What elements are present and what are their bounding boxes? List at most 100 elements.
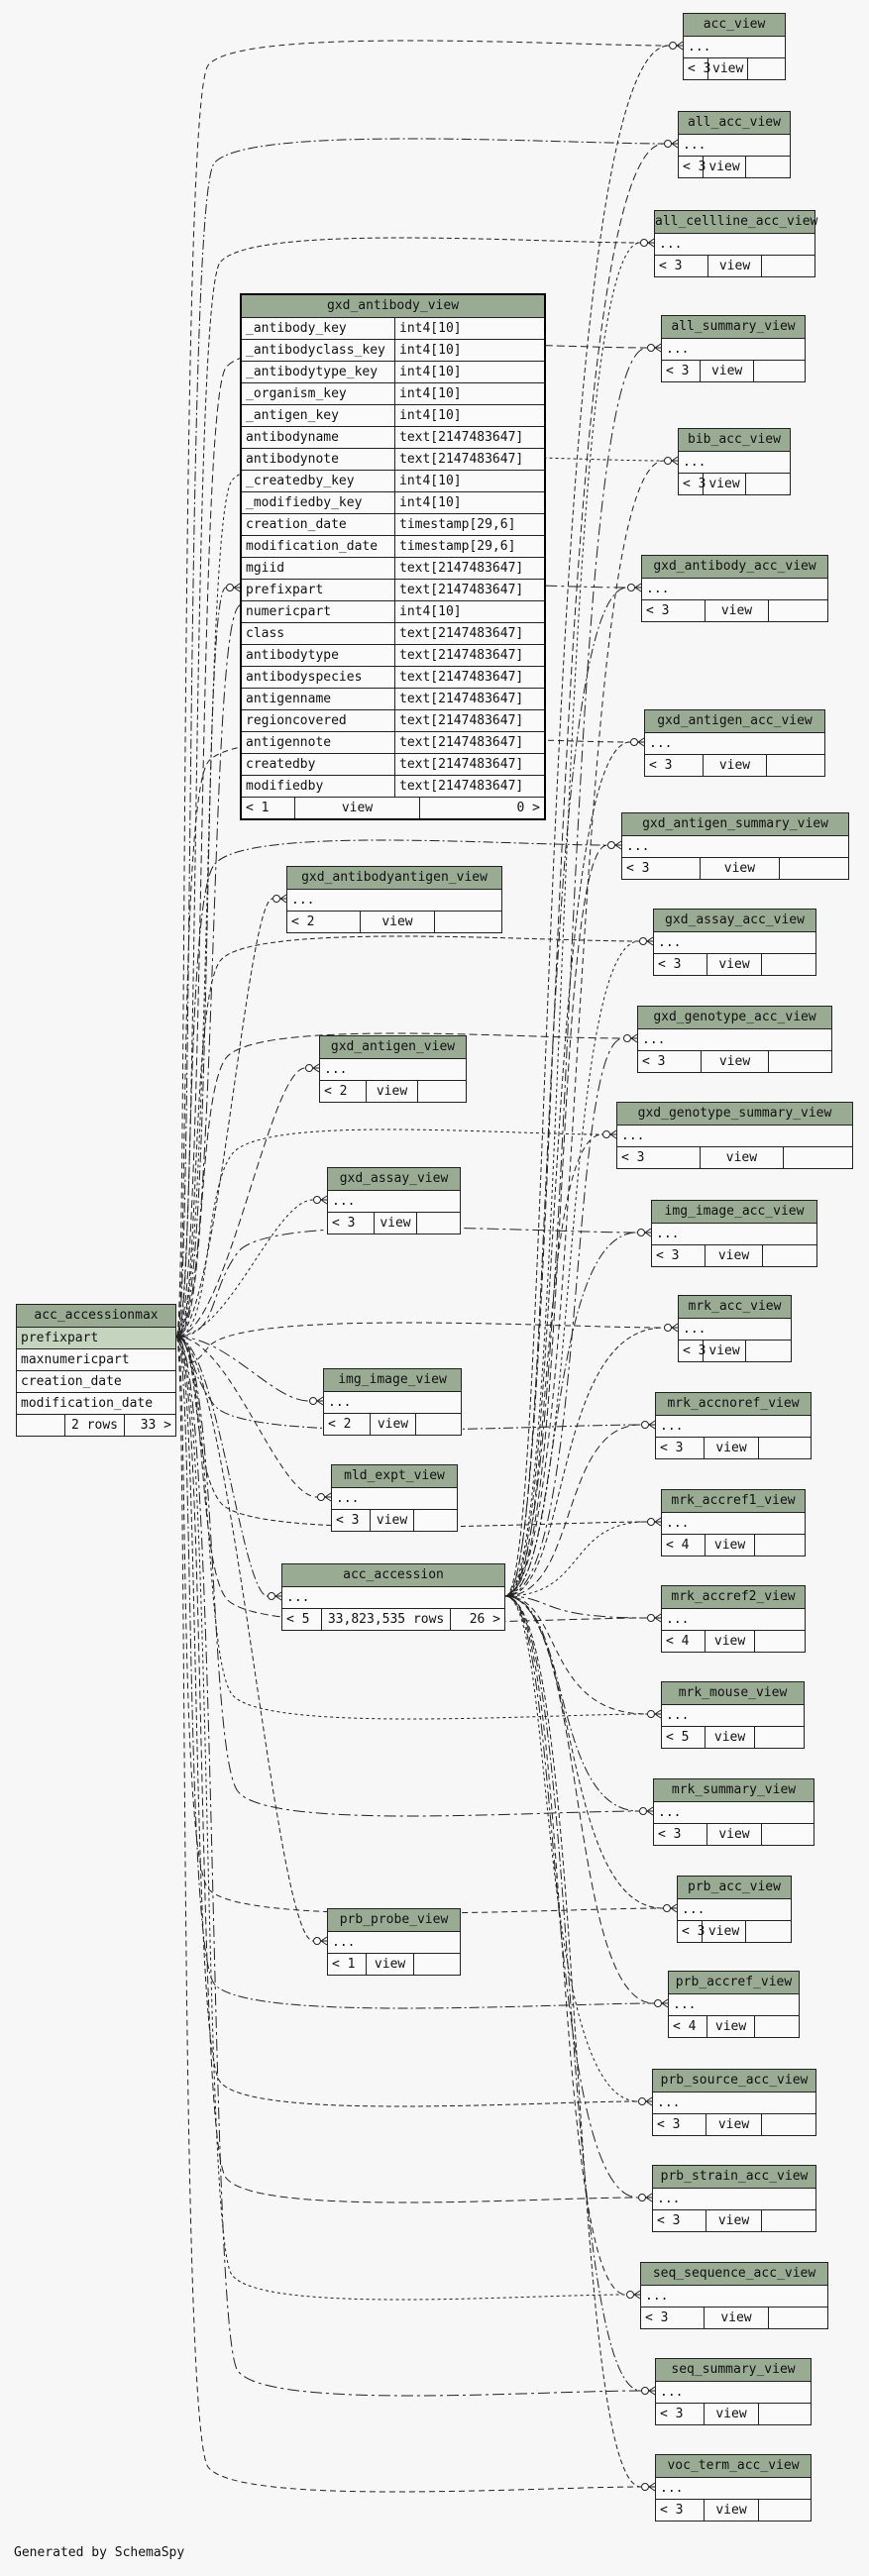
table-title[interactable]: gxd_genotype_acc_view <box>638 1007 831 1029</box>
table-title[interactable]: mrk_acc_view <box>679 1296 791 1319</box>
table-title[interactable]: mrk_accref2_view <box>662 1586 805 1609</box>
parents-count[interactable]: < 3 <box>654 1824 708 1845</box>
children-count[interactable] <box>418 1081 466 1102</box>
children-count[interactable] <box>759 1438 811 1458</box>
column-row[interactable]: ... <box>332 1488 457 1510</box>
table-title[interactable]: prb_accref_view <box>669 1972 799 1994</box>
table-title[interactable]: gxd_assay_acc_view <box>654 910 815 932</box>
parents-count[interactable]: < 3 <box>638 1051 703 1072</box>
table-title[interactable]: seq_sequence_acc_view <box>641 2263 827 2286</box>
column-row[interactable]: ... <box>655 234 815 256</box>
parents-count[interactable]: < 1 <box>242 798 296 818</box>
parents-count[interactable]: < 4 <box>662 1535 706 1556</box>
column-row[interactable]: ... <box>679 452 790 474</box>
children-count[interactable] <box>755 1727 804 1748</box>
column-row[interactable]: ... <box>638 1029 831 1051</box>
parents-count[interactable]: < 3 <box>656 2500 706 2521</box>
parents-count[interactable]: < 2 <box>320 1081 368 1102</box>
table-title[interactable]: gxd_antigen_view <box>320 1036 466 1059</box>
parents-count[interactable]: < 3 <box>641 2308 706 2328</box>
column-row[interactable]: ... <box>669 1994 799 2016</box>
table-title[interactable]: mld_expt_view <box>332 1465 457 1488</box>
table-title[interactable]: gxd_antigen_acc_view <box>645 710 824 733</box>
parents-count[interactable]: < 2 <box>324 1414 372 1435</box>
children-count[interactable] <box>754 361 805 381</box>
children-count[interactable] <box>762 1824 814 1845</box>
table-title[interactable]: gxd_assay_view <box>328 1168 460 1191</box>
column-row[interactable]: ... <box>645 733 824 755</box>
parents-count[interactable]: < 3 <box>645 755 705 776</box>
column-row[interactable]: modification_date <box>17 1393 175 1415</box>
children-count[interactable] <box>755 1535 805 1556</box>
children-count[interactable] <box>763 1245 816 1266</box>
column-row[interactable]: ... <box>656 2382 811 2404</box>
parents-count[interactable]: < 3 <box>332 1510 372 1531</box>
column-row[interactable]: ... <box>662 1609 805 1631</box>
parents-count[interactable]: < 4 <box>662 1631 706 1652</box>
children-count[interactable] <box>746 1921 791 1942</box>
parents-count[interactable]: < 2 <box>287 912 362 932</box>
parents-count[interactable]: < 4 <box>669 2016 708 2037</box>
table-title[interactable]: seq_summary_view <box>656 2359 811 2382</box>
column-row[interactable]: ... <box>328 1191 460 1213</box>
children-count[interactable]: 33 > <box>140 1418 171 1433</box>
children-count[interactable] <box>769 1051 831 1072</box>
children-count[interactable] <box>762 954 815 975</box>
column-row[interactable]: ... <box>662 1513 805 1535</box>
table-title[interactable]: all_cellline_acc_view <box>655 211 817 234</box>
table-title[interactable]: mrk_accref1_view <box>662 1490 805 1513</box>
children-count[interactable] <box>767 755 824 776</box>
children-count[interactable] <box>435 912 501 932</box>
children-count[interactable] <box>755 2016 799 2037</box>
parents-count[interactable]: < 3 <box>642 600 706 621</box>
column-row[interactable]: ... <box>679 1319 791 1341</box>
column-row[interactable]: ... <box>652 1224 816 1245</box>
children-count[interactable] <box>780 858 848 879</box>
table-title[interactable]: acc_accession <box>282 1564 504 1587</box>
children-count[interactable] <box>755 1631 805 1652</box>
table-title[interactable]: all_summary_view <box>662 316 805 339</box>
column-row[interactable]: ... <box>679 135 790 157</box>
parents-count[interactable]: < 3 <box>652 1245 706 1266</box>
column-row[interactable]: ... <box>324 1392 461 1414</box>
table-title[interactable]: img_image_acc_view <box>652 1201 816 1224</box>
children-count[interactable] <box>759 2500 811 2521</box>
column-row[interactable]: ... <box>662 1705 804 1727</box>
parents-count[interactable]: < 3 <box>328 1213 376 1234</box>
column-row[interactable]: ... <box>287 890 501 912</box>
column-row[interactable]: ... <box>320 1059 466 1081</box>
children-count[interactable] <box>784 1147 852 1168</box>
children-count[interactable] <box>769 2308 827 2328</box>
table-title[interactable]: acc_accessionmax <box>17 1305 175 1328</box>
children-count[interactable] <box>769 600 827 621</box>
parents-count[interactable]: < 3 <box>684 58 710 79</box>
column-row[interactable]: ... <box>653 2093 815 2114</box>
table-title[interactable]: gxd_antibody_view <box>242 295 544 318</box>
column-row[interactable]: ... <box>282 1587 504 1609</box>
